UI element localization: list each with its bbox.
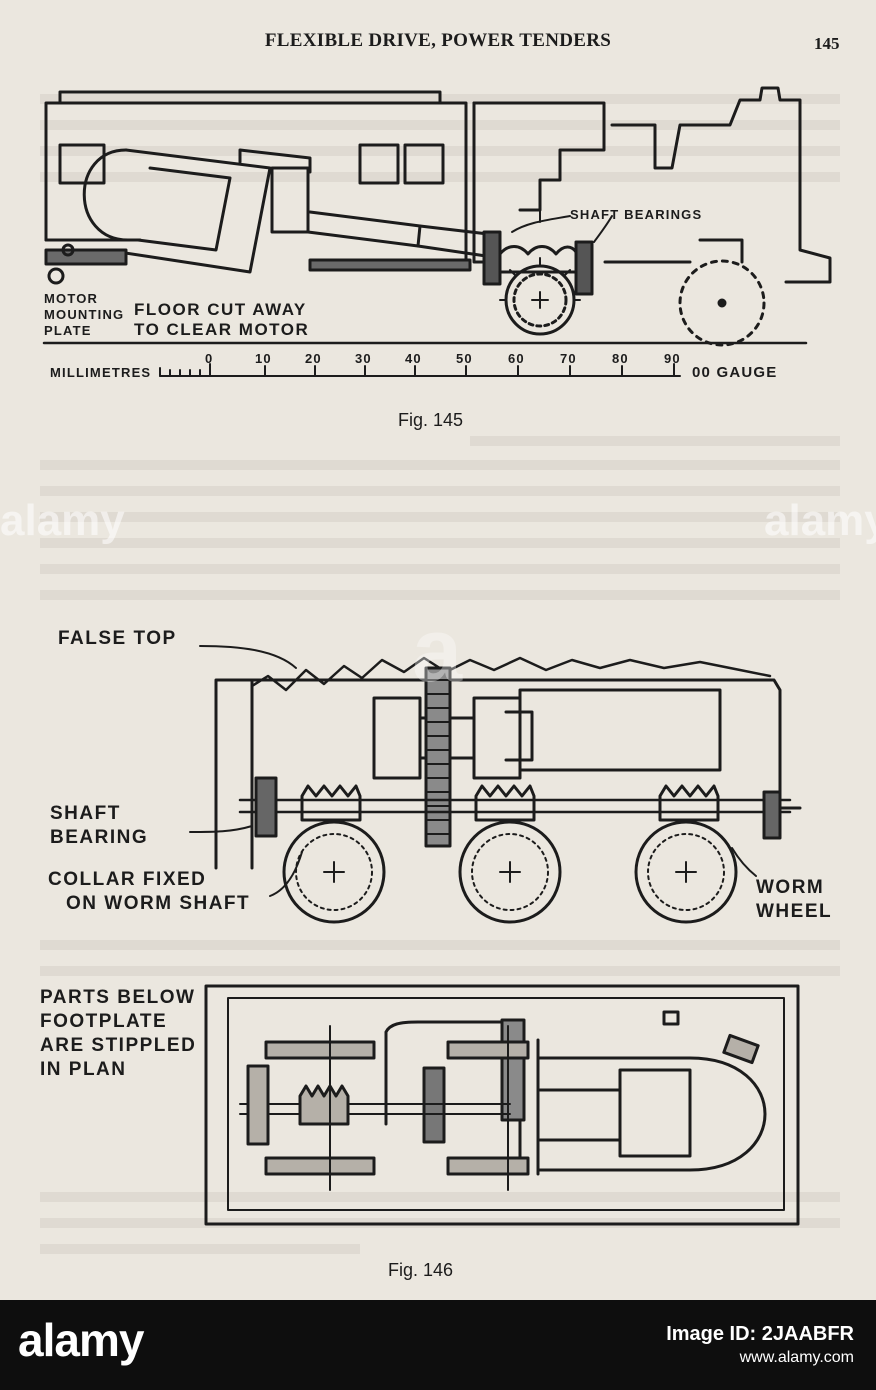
scale-tick-70: 70	[560, 351, 577, 366]
worms	[300, 784, 720, 822]
label-false-top: FALSE TOP	[58, 628, 177, 649]
scale-tick-20: 20	[305, 351, 322, 366]
scale-tick-30: 30	[355, 351, 372, 366]
stock-code: Image ID: 2JAABFR www.alamy.com	[666, 1322, 854, 1370]
label-shaft-bearing-line2: BEARING	[50, 827, 149, 848]
shaft-bearing-left	[254, 776, 278, 838]
fig146-caption: Fig. 146	[388, 1260, 454, 1280]
false-top	[250, 656, 772, 692]
label-collar-line1: COLLAR FIXED	[48, 869, 207, 890]
plan-frame-outer	[204, 984, 800, 1226]
label-motor-line3: PLATE	[44, 323, 92, 338]
scale-tick-90: 90	[664, 351, 681, 366]
tender-body	[214, 678, 802, 870]
fig145-drawing	[42, 86, 832, 377]
spur-gear	[424, 666, 452, 848]
floor-145	[44, 243, 472, 285]
label-plan-line3: ARE STIPPLED	[40, 1035, 197, 1056]
fig146-elevation	[189, 645, 802, 924]
stock-url[interactable]: www.alamy.com	[739, 1349, 854, 1366]
label-collar-line2: ON WORM SHAFT	[66, 893, 251, 914]
label-millimetres: MILLIMETRES	[50, 365, 152, 380]
label-plan-line4: IN PLAN	[40, 1059, 127, 1080]
label-worm-line1: WORM	[756, 877, 825, 898]
running-head: FLEXIBLE DRIVE, POWER TENDERS	[264, 30, 612, 51]
label-plan-line1: PARTS BELOW	[40, 987, 196, 1008]
watermark-left: alamy	[0, 496, 125, 545]
label-motor-line1: MOTOR	[44, 291, 99, 306]
page-number: 145	[814, 34, 840, 53]
scale-bar	[159, 363, 681, 377]
fig146-plan	[204, 984, 800, 1226]
plan-frame-inner	[227, 997, 785, 1211]
label-gauge: 00 GAUGE	[692, 364, 778, 381]
coach-outline	[44, 90, 468, 264]
worm-wheel-145	[499, 257, 581, 336]
scale-tick-0: 0	[205, 351, 214, 366]
label-floor-line2: TO CLEAR MOTOR	[134, 320, 310, 339]
label-shaft-bearing-line1: SHAFT	[50, 803, 121, 824]
plan-shaft	[239, 1103, 511, 1115]
motor-145	[82, 148, 594, 296]
worm-shaft	[238, 798, 792, 814]
scale-tick-50: 50	[456, 351, 473, 366]
scale-tick-80: 80	[612, 351, 629, 366]
scale-tick-10: 10	[255, 351, 272, 366]
label-shaft-bearings: SHAFT BEARINGS	[570, 207, 703, 222]
shaft-bearing-right	[762, 790, 782, 840]
label-plan-line2: FOOTPLATE	[40, 1011, 168, 1032]
watermark-center: a	[412, 601, 463, 701]
stock-logo[interactable]: alamy	[18, 1314, 144, 1366]
scale-tick-60: 60	[508, 351, 525, 366]
fig145-caption: Fig. 145	[398, 410, 464, 430]
false-top-leader	[199, 645, 297, 669]
plan-axles	[329, 1025, 509, 1191]
label-worm-line2: WHEEL	[756, 901, 833, 922]
motor-146	[372, 688, 722, 780]
tender-wheels	[282, 820, 738, 924]
watermark-right: alamy	[764, 496, 876, 545]
shaft-bearings-leaders	[511, 215, 613, 243]
scale-tick-40: 40	[405, 351, 422, 366]
label-floor-line1: FLOOR CUT AWAY	[134, 300, 307, 319]
stock-bar	[0, 1300, 876, 1390]
label-motor-line2: MOUNTING	[44, 307, 125, 322]
fig146-leaders	[189, 825, 757, 897]
image-id: Image ID: 2JAABFR	[666, 1323, 854, 1345]
